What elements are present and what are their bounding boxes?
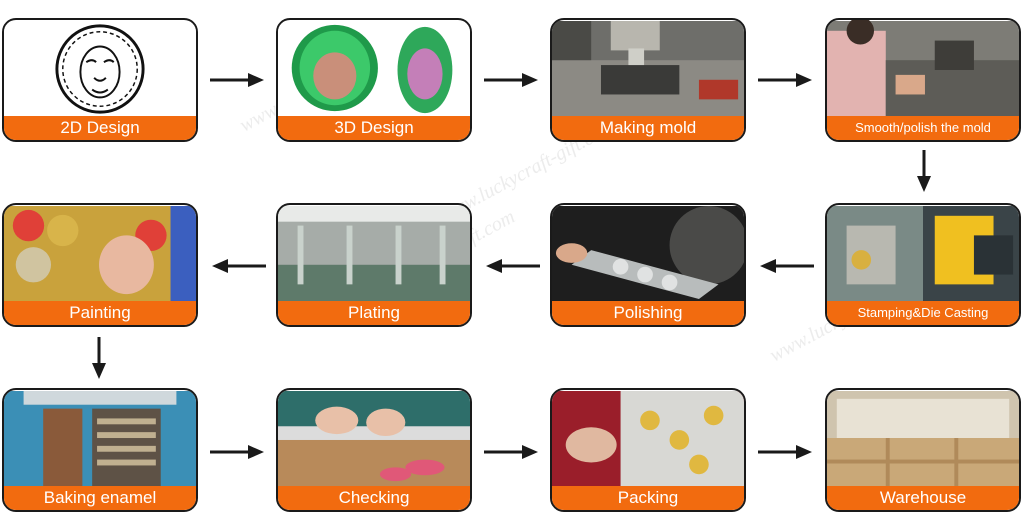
step-label: Painting [4,301,196,325]
step-baking-enamel: Baking enamel [2,388,198,512]
step-warehouse: Warehouse [825,388,1021,512]
stamping-die-casting-photo [827,206,1019,302]
step-label: Packing [552,486,744,510]
step-label: 3D Design [278,116,470,140]
arrow-left-icon [212,259,266,273]
arrow-right-icon [210,73,264,87]
step-label: Stamping&Die Casting [827,301,1019,325]
step-smooth-polish-mold: Smooth/polish the mold [825,18,1021,142]
polishing-wheel-photo [552,206,744,302]
step-label: Warehouse [827,486,1019,510]
arrow-right-icon [484,445,538,459]
step-label: Plating [278,301,470,325]
step-checking: Checking [276,388,472,512]
arrow-left-icon [760,259,814,273]
lion-2d-sketch-image [4,21,196,117]
step-making-mold: Making mold [550,18,746,142]
arrow-left-icon [486,259,540,273]
arrow-right-icon [758,73,812,87]
step-3d-design: 3D Design [276,18,472,142]
step-polishing: Polishing [550,203,746,327]
worker-polishing-mold-photo [827,20,1019,118]
step-label: Checking [278,486,470,510]
step-label: Polishing [552,301,744,325]
arrow-down-icon [92,337,106,379]
arrow-right-icon [210,445,264,459]
arrow-right-icon [758,445,812,459]
packing-pins-photo [552,391,744,487]
arrow-right-icon [484,73,538,87]
step-painting: Painting [2,203,198,327]
plating-line-photo [278,206,470,302]
step-label: Making mold [552,116,744,140]
step-label: Baking enamel [4,486,196,510]
painting-medals-photo [4,206,196,302]
step-packing: Packing [550,388,746,512]
checking-products-photo [278,391,470,487]
arrow-down-icon [917,150,931,192]
step-2d-design: 2D Design [2,18,198,142]
warehouse-boxes-photo [827,391,1019,487]
step-plating: Plating [276,203,472,327]
milling-machine-photo [552,21,744,117]
baking-oven-photo [4,391,196,487]
step-label: 2D Design [4,116,196,140]
step-label: Smooth/polish the mold [827,116,1019,140]
lion-3d-model-image [278,21,470,117]
step-stamping-die-casting: Stamping&Die Casting [825,203,1021,327]
